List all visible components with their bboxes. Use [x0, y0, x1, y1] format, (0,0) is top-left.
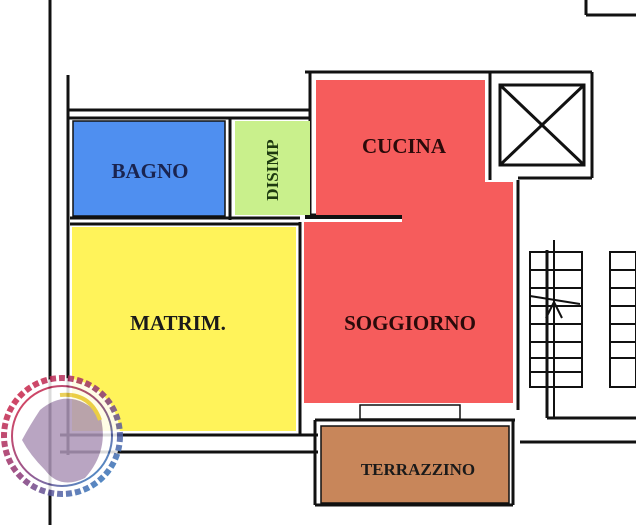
room-terrazzino: [320, 425, 510, 504]
label-bagno: BAGNO: [111, 159, 188, 183]
label-terrazzino: TERRAZZINO: [361, 460, 475, 479]
label-matrim: MATRIM.: [130, 311, 226, 335]
label-soggiorno: SOGGIORNO: [344, 311, 476, 335]
room-cucina-soggiorno: [304, 80, 513, 403]
elevator-shaft-icon: [498, 83, 586, 167]
lion-seal-logo: [1, 375, 123, 497]
window: [359, 404, 461, 420]
label-cucina: CUCINA: [362, 134, 447, 158]
walls: [48, 0, 636, 525]
room-disimp: [235, 121, 310, 215]
room-matrim: [72, 227, 296, 431]
staircase-icon: [529, 240, 636, 418]
label-disimp: DISIMP: [263, 139, 282, 200]
room-bagno: [72, 120, 226, 217]
